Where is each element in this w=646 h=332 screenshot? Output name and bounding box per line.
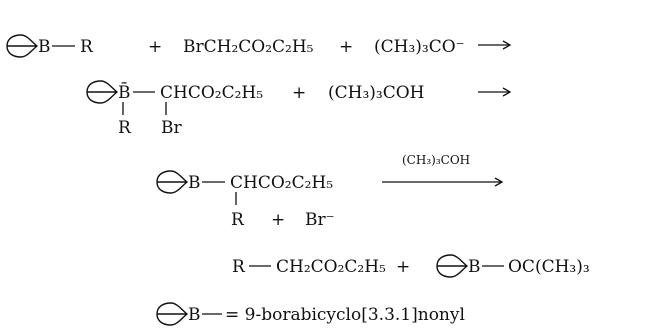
bbn-icon <box>6 34 38 58</box>
plus-sign-2: + <box>339 37 353 57</box>
bromine-sub: Br <box>161 118 182 138</box>
boronate-anion: B̄ <box>118 81 131 103</box>
reaction-arrow-2-head <box>502 87 512 97</box>
reaction-line-3: B CHCO₂C₂H₅ (CH₃)₃COH R + Br⁻ <box>156 153 504 230</box>
alkyl-r-sub: R <box>118 118 132 138</box>
tert-butanol: (CH₃)₃COH <box>328 83 425 103</box>
bbn-icon <box>436 254 468 278</box>
alkyl-r-sub: R <box>231 210 245 230</box>
reaction-arrow-1-head <box>502 40 512 50</box>
boron-atom: B <box>468 257 481 277</box>
plus-sign-4: + <box>271 210 285 230</box>
reaction-line-1: B R + BrCH₂CO₂C₂H₅ + (CH₃)₃CO⁻ <box>6 34 512 58</box>
bbn-icon <box>156 302 188 326</box>
legend: B = 9-borabicyclo[3.3.1]nonyl <box>156 302 465 326</box>
plus-sign-5: + <box>396 257 410 277</box>
bbn-icon <box>156 170 188 194</box>
reaction-arrow-3-head <box>494 177 504 187</box>
bbn-definition: = 9-borabicyclo[3.3.1]nonyl <box>225 305 465 325</box>
boron-atom: B <box>38 37 51 57</box>
reaction-line-4: R CH₂CO₂C₂H₅ + B OC(CH₃)₃ <box>232 254 590 278</box>
plus-sign-1: + <box>148 37 162 57</box>
bromoester-chain: CHCO₂C₂H₅ <box>160 83 263 103</box>
arrow-condition-tert-butanol: (CH₃)₃COH <box>402 153 470 167</box>
bromide-ion: Br⁻ <box>305 210 335 230</box>
bbn-icon <box>86 80 118 104</box>
alkylated-chain: CHCO₂C₂H₅ <box>230 173 333 193</box>
tert-butoxide: (CH₃)₃CO⁻ <box>374 37 465 57</box>
reaction-line-2: B̄ CHCO₂C₂H₅ + (CH₃)₃COH R Br <box>86 80 512 138</box>
alkyl-r: R <box>232 257 246 277</box>
boron-atom: B <box>188 173 201 193</box>
boron-atom: B <box>188 305 201 325</box>
ethyl-bromoacetate: BrCH₂CO₂C₂H₅ <box>183 37 314 57</box>
plus-sign-3: + <box>292 83 306 103</box>
product-ester: CH₂CO₂C₂H₅ <box>276 257 386 277</box>
alkyl-r: R <box>80 37 94 57</box>
tert-butoxy-borinate: OC(CH₃)₃ <box>508 257 590 277</box>
